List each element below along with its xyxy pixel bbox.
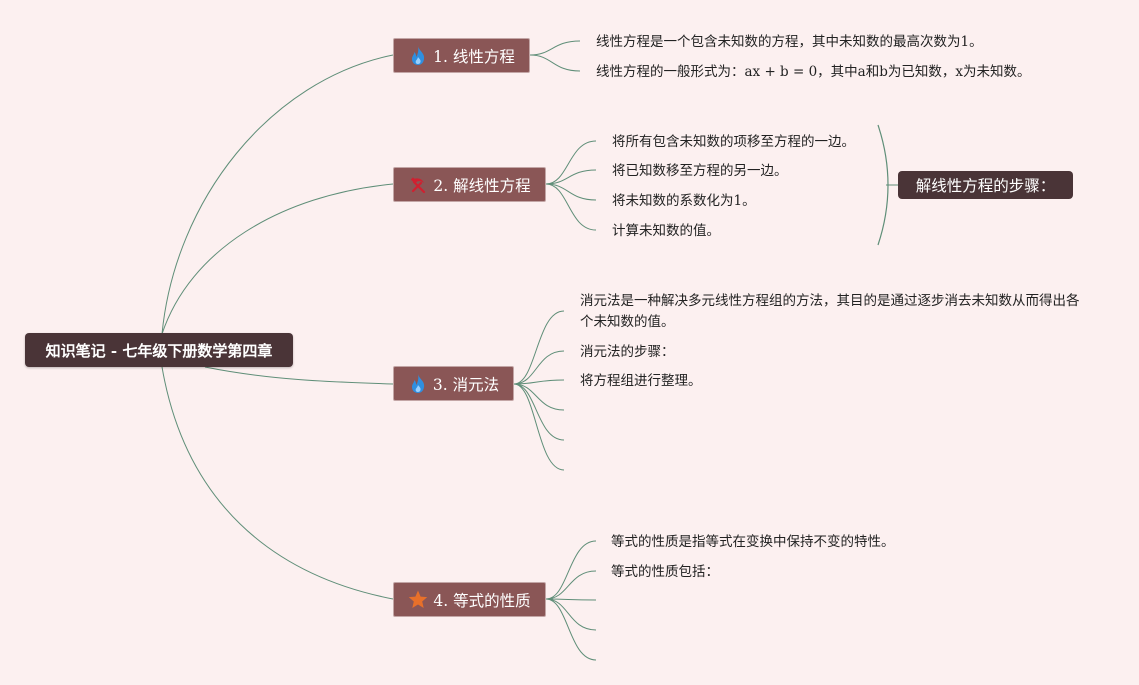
connector-topic-2-leaf-2: [545, 169, 597, 185]
leaf-text: 将所有包含未知数的项移至方程的一边。: [612, 134, 855, 150]
root-topic[interactable]: 知识笔记 - 七年级下册数学第四章: [25, 333, 293, 367]
summary-node[interactable]: 解线性方程的步骤：: [898, 171, 1073, 199]
leaf-text: 消元法是一种解决多元线性方程组的方法，其目的是通过逐步消去未知数从而得出各个未知…: [580, 293, 1080, 330]
connector-root-topic-4: [161, 366, 394, 600]
connector-topic-4-leaf-5: [545, 598, 597, 661]
leaf-text: 等式的性质包括：: [611, 564, 719, 580]
root-topic-label: 知识笔记 - 七年级下册数学第四章: [45, 341, 273, 360]
leaf-text: 将已知数移至方程的另一边。: [612, 163, 788, 179]
summary-brace: [877, 124, 889, 246]
connector-topic-3-leaf-2: [513, 350, 565, 385]
topic-label: 2. 解线性方程: [433, 176, 531, 195]
connector-topic-2-leaf-1: [545, 140, 597, 185]
topic-elimination-method[interactable]: 3. 消元法: [393, 366, 514, 401]
connector-topic-3-leaf-1: [513, 310, 565, 385]
connector-topic-3-leaf-3: [513, 379, 565, 385]
connector-topic-3-leaf-6: [513, 383, 565, 471]
leaf-text: 将未知数的系数化为1。: [612, 193, 756, 209]
connector-topic-4-leaf-1: [545, 540, 597, 600]
topic-equation-properties[interactable]: 4. 等式的性质: [393, 582, 546, 617]
leaf-text: 计算未知数的值。: [612, 223, 720, 239]
hammer-sickle-icon: [408, 175, 428, 195]
star-icon: [408, 590, 428, 610]
summary-label: 解线性方程的步骤：: [915, 177, 1056, 195]
fire-icon: [408, 374, 428, 394]
connector-topic-4-leaf-4: [545, 598, 597, 631]
connector-topic-3-leaf-4: [513, 383, 565, 411]
leaf-text: 等式的性质是指等式在变换中保持不变的特性。: [611, 534, 895, 550]
connector-root-topic-3: [204, 366, 394, 385]
leaf-text: 将方程组进行整理。: [580, 373, 702, 389]
connector-topic-2-leaf-4: [545, 183, 597, 231]
connector-topic-4-leaf-3: [545, 598, 597, 601]
topic-solve-linear-equation[interactable]: 2. 解线性方程: [393, 167, 546, 202]
connector-root-topic-2: [161, 183, 394, 335]
connector-topic-4-leaf-2: [545, 570, 597, 600]
connector-root-topic-1: [161, 54, 394, 335]
fire-icon: [408, 46, 428, 66]
leaf-text: 消元法的步骤：: [580, 344, 675, 360]
topic-linear-equation[interactable]: 1. 线性方程: [393, 38, 530, 73]
connector-topic-3-leaf-5: [513, 383, 565, 441]
topic-label: 1. 线性方程: [433, 47, 515, 66]
connector-topic-2-leaf-3: [545, 183, 597, 201]
topic-label: 4. 等式的性质: [433, 591, 531, 610]
connector-topic-1-leaf-2: [529, 54, 581, 72]
leaf-text: 线性方程的一般形式为：ax + b = 0，其中a和b为已知数，x为未知数。: [596, 64, 1031, 80]
topic-label: 3. 消元法: [432, 375, 500, 394]
leaf-text: 线性方程是一个包含未知数的方程，其中未知数的最高次数为1。: [596, 34, 983, 50]
connector-topic-1-leaf-1: [529, 40, 581, 56]
